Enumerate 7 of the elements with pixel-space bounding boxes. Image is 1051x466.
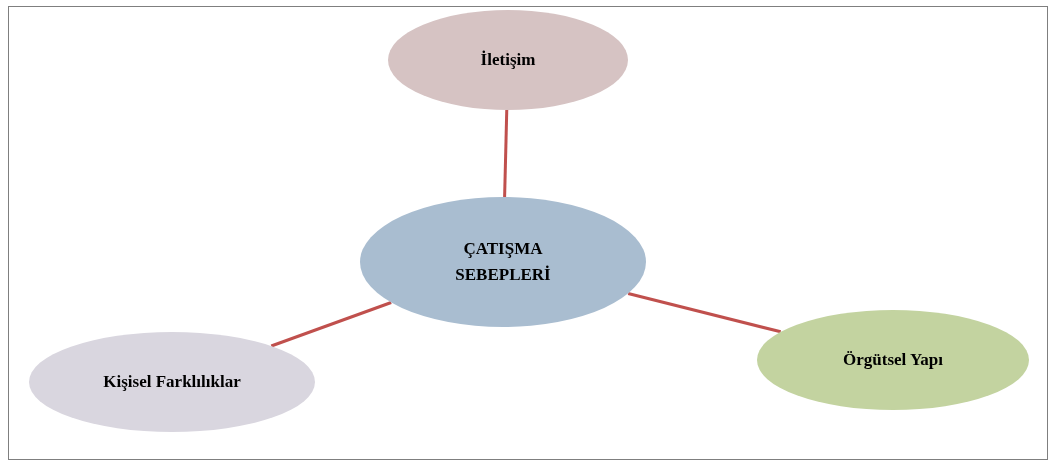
node-label: ÇATIŞMA SEBEPLERİ [454,238,552,286]
connector-line [627,292,782,334]
connector-line [270,301,392,348]
connector-line [503,109,509,198]
node-label: Kişisel Farklılıklar [102,371,242,393]
node-label: Örgütsel Yapı [842,349,944,371]
node-label: İletişim [479,49,537,71]
